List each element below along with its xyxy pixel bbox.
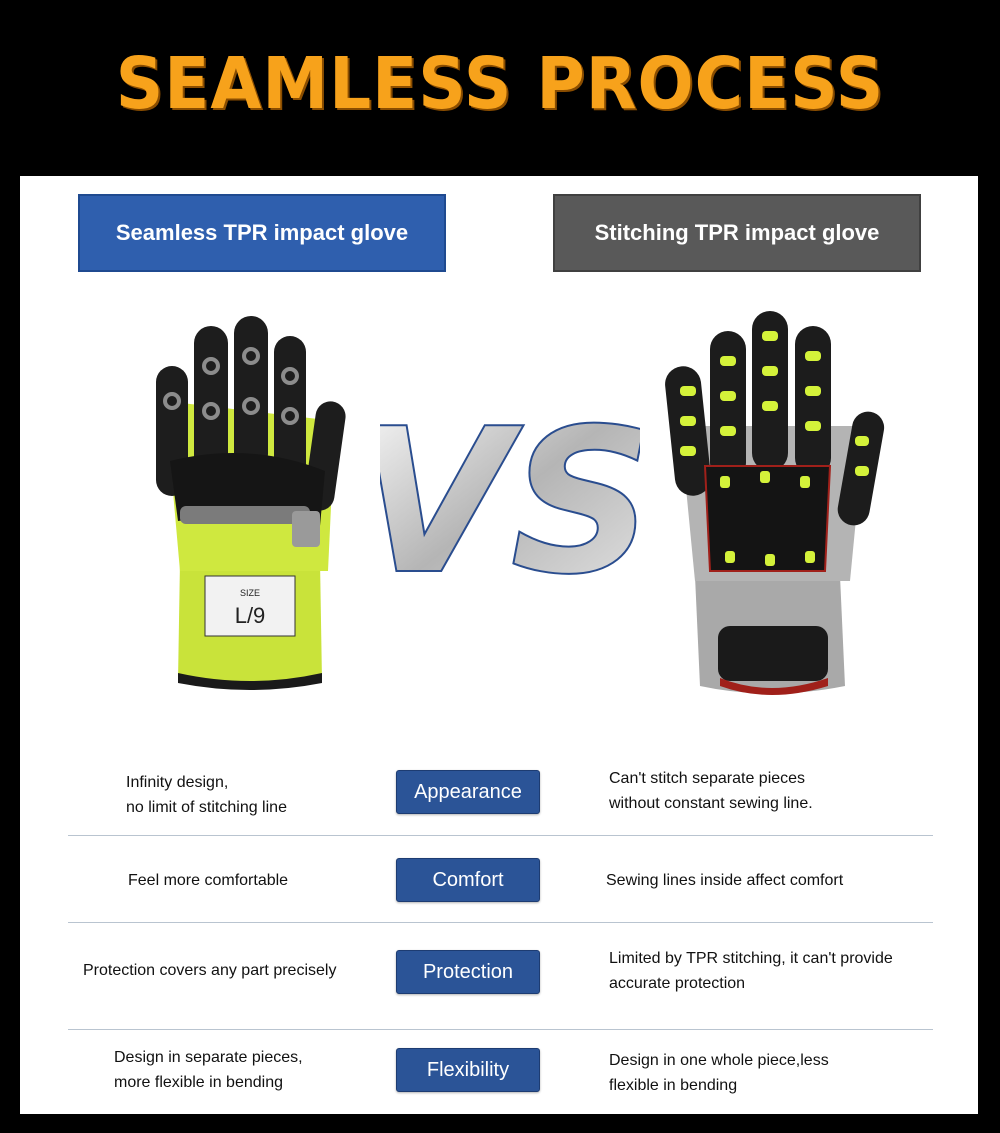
page-title: SEAMLESS PROCESS [115, 41, 885, 126]
row-divider [68, 922, 933, 923]
stitching-glove-header-label: Stitching TPR impact glove [594, 220, 880, 245]
stitching-glove-image [665, 311, 885, 695]
appearance-seamless-text: Infinity design, no limit of stitching l… [126, 774, 287, 816]
comfort-stitching-text: Sewing lines inside affect comfort [606, 872, 844, 889]
comfort-label: Comfort [396, 858, 540, 902]
row-divider [68, 835, 933, 836]
comfort-seamless-text: Feel more comfortable [128, 872, 289, 889]
protection-seamless-text: Protection covers any part precisely [83, 962, 337, 979]
protection-stitching-text: Limited by TPR stitching, it can't provi… [609, 950, 893, 992]
stitching-glove-header: Stitching TPR impact glove [553, 194, 921, 272]
flexibility-seamless-text: Design in separate pieces, more flexible… [114, 1049, 303, 1091]
row-divider [68, 1029, 933, 1030]
glove-size-tag-label: SIZE [240, 588, 260, 598]
protection-label-text: Protection [422, 960, 514, 983]
appearance-stitching-text: Can't stitch separate pieces without con… [609, 770, 813, 812]
flexibility-label: Flexibility [396, 1048, 540, 1092]
appearance-label-text: Appearance [414, 780, 522, 803]
seamless-glove-header-label: Seamless TPR impact glove [115, 220, 409, 245]
appearance-label: Appearance [396, 770, 540, 814]
comfort-label-text: Comfort [432, 868, 504, 891]
versus-graphic: VS [380, 385, 640, 616]
title-banner: SEAMLESS PROCESS [0, 0, 1000, 175]
flexibility-stitching-text: Design in one whole piece,less flexible … [609, 1052, 829, 1094]
vs-text: VS [380, 386, 640, 616]
seamless-glove-header: Seamless TPR impact glove [78, 194, 446, 272]
protection-label: Protection [396, 950, 540, 994]
glove-size-tag: L/9 [235, 603, 266, 628]
seamless-glove-image: L/9 SIZE [156, 316, 346, 690]
flexibility-label-text: Flexibility [426, 1058, 510, 1081]
comparison-panel: Seamless TPR impact glove Stitching TPR … [20, 176, 978, 1114]
